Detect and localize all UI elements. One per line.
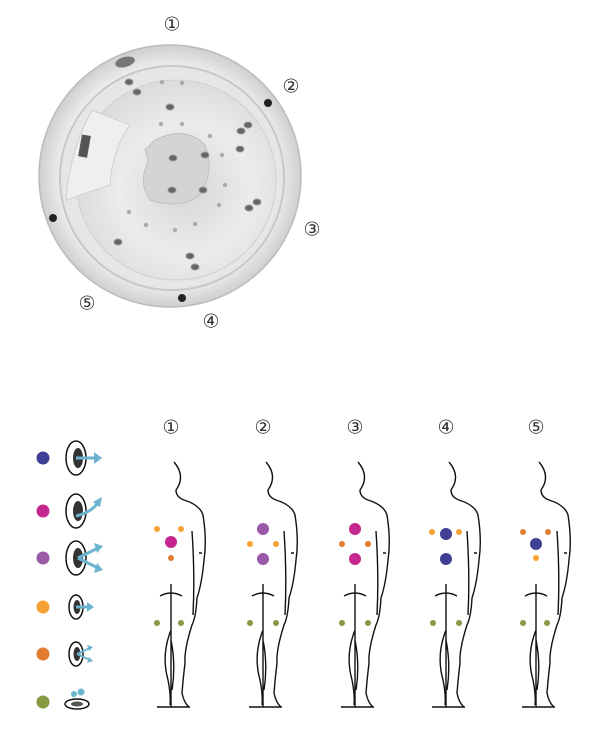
jet-dot-small-straight-jet [533, 555, 539, 561]
tub-jet [113, 238, 123, 246]
jet-dot-air-bubble-jet [247, 620, 253, 626]
legend-color-dot-small-straight-jet [36, 600, 50, 614]
figure-label-5: ⑤ [527, 416, 545, 439]
small-straight-jet-icon [68, 594, 94, 620]
body-outline [341, 461, 390, 708]
jet-dot-air-bubble-jet [339, 620, 345, 626]
tub-jet [198, 186, 208, 194]
jet-dot-small-straight-jet [247, 541, 253, 547]
tub-jet [124, 78, 134, 86]
jet-dot-air-bubble-jet [178, 620, 184, 626]
tub-air-nozzle [143, 222, 149, 228]
jet-dot-air-bubble-jet [520, 620, 526, 626]
tub-jet [190, 263, 200, 271]
jet-dot-large-directional-jet [349, 553, 361, 565]
figure-label-2: ② [254, 416, 272, 439]
jet-dot-air-bubble-jet [365, 620, 371, 626]
jet-dot-small-straight-jet [154, 526, 160, 532]
jet-dot-large-directional-jet [349, 523, 361, 535]
tub-jet [243, 121, 253, 129]
jet-dot-small-straight-jet [273, 541, 279, 547]
tub-jet [235, 145, 245, 153]
tub-position-label-5: ⑤ [78, 292, 96, 315]
tub-position-label-4: ④ [202, 310, 220, 333]
jet-dot-air-bubble-jet [544, 620, 550, 626]
tub-jet [244, 204, 254, 212]
tub-jets [113, 78, 262, 271]
jet-dot-large-twin-jet [257, 553, 269, 565]
figure-label-3: ③ [346, 416, 364, 439]
small-twin-jet-icon [68, 641, 93, 667]
figure-label-4: ④ [437, 416, 455, 439]
tub-air-nozzle [216, 202, 222, 208]
tub-corner-light [264, 99, 272, 107]
jet-dot-large-straight-jet [530, 538, 542, 550]
body-figure-5 [522, 461, 571, 708]
body-figure-3 [341, 461, 390, 708]
tub-air-nozzle [192, 221, 198, 227]
jet-dot-small-straight-jet [178, 526, 184, 532]
legend-color-dot-air-bubble-jet [36, 695, 50, 709]
tub-pillow [115, 56, 135, 68]
tub-air-nozzle [222, 182, 228, 188]
jet-dot-small-twin-jet [339, 541, 345, 547]
tub-corner-light [178, 294, 186, 302]
body-outline [522, 461, 571, 708]
jet-dot-large-directional-jet [165, 536, 177, 548]
large-straight-jet-icon [65, 440, 102, 476]
tub-corner-light [49, 214, 57, 222]
tub-air-nozzle [158, 121, 164, 127]
legend-color-dot-large-directional-jet [36, 504, 50, 518]
jet-dot-air-bubble-jet [273, 620, 279, 626]
tub-control-panel [78, 134, 91, 158]
jet-dot-air-bubble-jet [430, 620, 436, 626]
body-figure-2 [249, 461, 298, 708]
tub-air-nozzle [219, 152, 225, 158]
large-twin-jet-icon [65, 540, 103, 576]
body-figure-1 [157, 461, 206, 708]
jet-dot-large-twin-jet [257, 523, 269, 535]
tub-jet [200, 151, 210, 159]
tub-position-label-3: ③ [303, 218, 321, 241]
jet-dot-small-twin-jet [545, 529, 551, 535]
tub-position-label-1: ① [163, 13, 181, 36]
body-outline [157, 461, 206, 708]
tub-air-nozzle [159, 79, 165, 85]
jet-dot-small-straight-jet [429, 529, 435, 535]
tub-position-label-2: ② [282, 75, 300, 98]
tub-jet [185, 252, 195, 260]
legend-color-dot-large-twin-jet [36, 551, 50, 565]
tub-jet [236, 127, 246, 135]
tub-jet [165, 103, 175, 111]
legend-color-dot-small-twin-jet [36, 647, 50, 661]
tub-jet [167, 186, 177, 194]
body-figure-4 [432, 461, 481, 708]
jet-dot-small-twin-jet [365, 541, 371, 547]
tub-footwell [142, 133, 210, 205]
jet-dot-air-bubble-jet [154, 620, 160, 626]
tub-air-nozzle [179, 121, 185, 127]
jet-dot-small-straight-jet [456, 529, 462, 535]
air-bubble-jet-icon [64, 688, 90, 710]
tub-air-nozzle [126, 209, 132, 215]
body-outline [432, 461, 481, 708]
jet-dot-air-bubble-jet [456, 620, 462, 626]
jet-dot-large-straight-jet [440, 528, 452, 540]
jet-dot-small-twin-jet [168, 555, 174, 561]
tub-air-nozzle [207, 133, 213, 139]
jet-dot-small-twin-jet [520, 529, 526, 535]
legend-color-dot-large-straight-jet [36, 451, 50, 465]
tub-air-nozzle [179, 80, 185, 86]
tub-lounger-seat [65, 109, 131, 201]
tub-air-nozzle [172, 227, 178, 233]
large-directional-jet-icon [65, 493, 102, 529]
jet-dot-large-straight-jet [440, 553, 452, 565]
tub-jet [252, 198, 262, 206]
tub-jet [132, 88, 142, 96]
figure-label-1: ① [162, 416, 180, 439]
body-outline [249, 461, 298, 708]
tub-jet [168, 154, 178, 162]
